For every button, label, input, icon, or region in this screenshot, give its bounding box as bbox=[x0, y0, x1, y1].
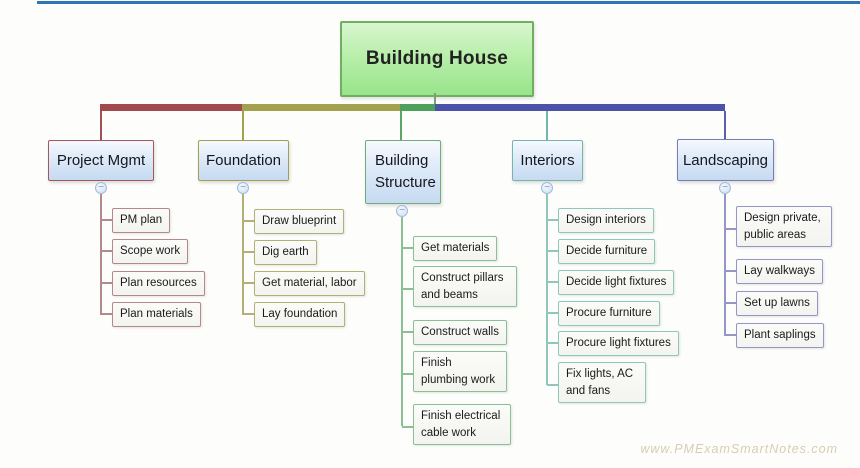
task-pm-plan[interactable]: PM plan bbox=[112, 208, 171, 233]
branch-stem bbox=[242, 194, 244, 315]
task-plan-materials[interactable]: Plan materials bbox=[112, 302, 201, 327]
item-connector bbox=[402, 426, 413, 428]
item-connector bbox=[402, 373, 413, 375]
task-draw-blueprint[interactable]: Draw blueprint bbox=[254, 209, 345, 234]
item-connector bbox=[101, 282, 112, 284]
task-scope-work[interactable]: Scope work bbox=[112, 239, 189, 264]
category-interiors[interactable]: Interiors bbox=[512, 140, 583, 181]
category-project-mgmt[interactable]: Project Mgmt bbox=[48, 140, 154, 181]
connector-interiors bbox=[546, 111, 548, 140]
task-plan-resources[interactable]: Plan resources bbox=[112, 271, 205, 296]
connector-building-structure bbox=[400, 111, 402, 140]
item-connector bbox=[547, 342, 558, 344]
collapse-icon[interactable]: − bbox=[396, 205, 408, 217]
task-procure-light-fixtures[interactable]: Procure light fixtures bbox=[558, 331, 679, 356]
branch-stem bbox=[401, 217, 403, 426]
task-design-interiors[interactable]: Design interiors bbox=[558, 208, 654, 233]
connector-project-mgmt bbox=[100, 111, 102, 140]
item-connector bbox=[243, 220, 254, 222]
item-connector bbox=[243, 282, 254, 284]
task-dig-earth[interactable]: Dig earth bbox=[254, 240, 317, 265]
task-fix-lights-ac-fans[interactable]: Fix lights, AC and fans bbox=[558, 362, 646, 404]
item-connector bbox=[243, 313, 254, 315]
task-decide-furniture[interactable]: Decide furniture bbox=[558, 239, 656, 264]
task-decide-light-fixtures[interactable]: Decide light fixtures bbox=[558, 270, 675, 295]
task-finish-electrical[interactable]: Finish electrical cable work bbox=[413, 404, 511, 446]
task-set-up-lawns[interactable]: Set up lawns bbox=[736, 291, 818, 316]
task-lay-walkways[interactable]: Lay walkways bbox=[736, 259, 823, 284]
root-connector-line bbox=[434, 93, 436, 104]
bar-segment-project-mgmt bbox=[100, 104, 242, 111]
connector-foundation bbox=[242, 111, 244, 140]
collapse-icon[interactable]: − bbox=[541, 182, 553, 194]
collapse-icon[interactable]: − bbox=[719, 182, 731, 194]
bar-segment-building-structure bbox=[400, 104, 435, 111]
category-landscaping[interactable]: Landscaping bbox=[677, 139, 774, 181]
task-design-private-public-areas[interactable]: Design private, public areas bbox=[736, 206, 832, 248]
item-connector bbox=[547, 219, 558, 221]
task-construct-pillars-beams[interactable]: Construct pillars and beams bbox=[413, 266, 517, 308]
item-connector bbox=[725, 334, 736, 336]
category-foundation[interactable]: Foundation bbox=[198, 140, 289, 181]
item-connector bbox=[402, 288, 413, 290]
task-get-material-labor[interactable]: Get material, labor bbox=[254, 271, 365, 296]
item-connector bbox=[101, 219, 112, 221]
task-construct-walls[interactable]: Construct walls bbox=[413, 320, 507, 345]
branch-stem bbox=[546, 194, 548, 385]
task-finish-plumbing[interactable]: Finish plumbing work bbox=[413, 351, 507, 393]
task-procure-furniture[interactable]: Procure furniture bbox=[558, 301, 660, 326]
item-connector bbox=[243, 251, 254, 253]
item-connector bbox=[547, 250, 558, 252]
bar-segment-landscaping bbox=[435, 104, 725, 111]
item-connector bbox=[547, 312, 558, 314]
watermark-text: www.PMExamSmartNotes.com bbox=[640, 442, 838, 456]
bar-segment-foundation bbox=[242, 104, 400, 111]
task-lay-foundation[interactable]: Lay foundation bbox=[254, 302, 346, 327]
connector-landscaping bbox=[724, 111, 726, 140]
task-get-materials[interactable]: Get materials bbox=[413, 236, 498, 261]
category-building-structure[interactable]: Building Structure bbox=[365, 140, 441, 204]
item-connector bbox=[547, 281, 558, 283]
top-divider-rule bbox=[37, 1, 860, 4]
item-connector bbox=[725, 302, 736, 304]
collapse-icon[interactable]: − bbox=[237, 182, 249, 194]
item-connector bbox=[402, 331, 413, 333]
item-connector bbox=[101, 250, 112, 252]
item-connector bbox=[402, 247, 413, 249]
item-connector bbox=[547, 384, 558, 386]
root-node-building-house[interactable]: Building House bbox=[340, 21, 534, 97]
collapse-icon[interactable]: − bbox=[95, 182, 107, 194]
branch-stem bbox=[724, 194, 726, 336]
item-connector bbox=[101, 313, 112, 315]
task-plant-saplings[interactable]: Plant saplings bbox=[736, 323, 824, 348]
item-connector bbox=[725, 270, 736, 272]
item-connector bbox=[725, 228, 736, 230]
branch-stem bbox=[100, 194, 102, 315]
